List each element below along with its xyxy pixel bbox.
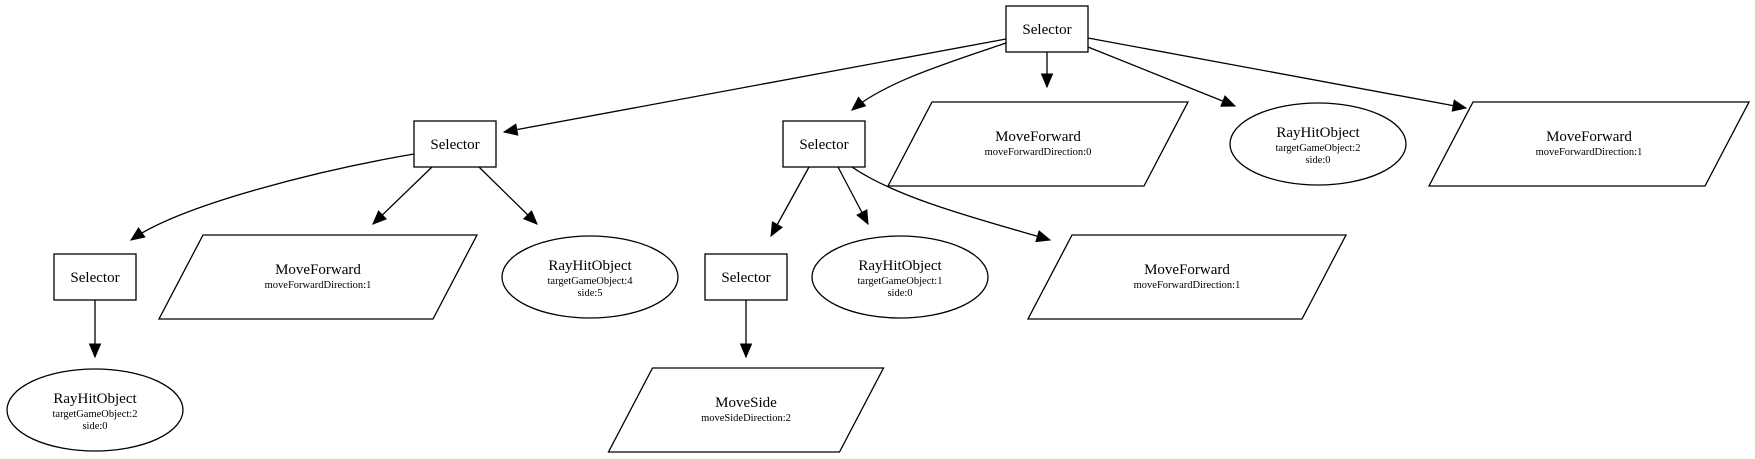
node-label: MoveForward xyxy=(995,129,1081,145)
node-n5-moveforward[interactable]: MoveForward moveForwardDirection:1 xyxy=(1427,101,1751,187)
node-n9-selector[interactable]: Selector xyxy=(704,253,788,301)
action-parallelogram xyxy=(1427,101,1751,187)
arrowhead-n1-to-n6 xyxy=(129,227,146,241)
node-param: moveForwardDirection:1 xyxy=(265,280,372,291)
node-param: moveForwardDirection:0 xyxy=(985,147,1092,158)
node-n2-selector[interactable]: Selector xyxy=(782,120,866,168)
node-param: side:0 xyxy=(887,288,912,299)
node-param: targetGameObject:2 xyxy=(1276,143,1361,154)
node-label: RayHitObject xyxy=(858,258,942,274)
edge-n2-to-n9 xyxy=(770,166,810,238)
action-parallelogram xyxy=(157,234,479,320)
condition-oval xyxy=(6,368,184,452)
action-parallelogram xyxy=(1026,234,1348,320)
selector-box xyxy=(704,253,788,301)
edge-n1-to-n8 xyxy=(478,166,538,225)
node-param: targetGameObject:2 xyxy=(53,409,138,420)
node-param: side:0 xyxy=(1305,155,1330,166)
node-label: RayHitObject xyxy=(548,258,632,274)
edge-n2-to-n10 xyxy=(837,166,869,226)
edge-n1-to-n6 xyxy=(129,153,415,241)
edge-n9-to-n13 xyxy=(739,300,753,359)
node-n11-moveforward[interactable]: MoveForward moveForwardDirection:1 xyxy=(1026,234,1348,320)
node-label: Selector xyxy=(1022,22,1071,38)
selector-box xyxy=(1005,5,1089,53)
arrowhead-n2-to-n10 xyxy=(856,209,869,226)
node-param: moveForwardDirection:1 xyxy=(1536,147,1643,158)
edges-layer xyxy=(88,37,1468,359)
edge-n0-to-n2 xyxy=(851,42,1007,111)
arrowhead-n2-to-n11 xyxy=(1035,230,1052,243)
selector-box xyxy=(53,253,137,301)
node-n7-moveforward[interactable]: MoveForward moveForwardDirection:1 xyxy=(157,234,479,320)
node-label: Selector xyxy=(799,137,848,153)
arrowhead-n0-to-n2 xyxy=(851,96,867,111)
edge-n1-to-n7 xyxy=(372,166,433,225)
arrowhead-n2-to-n9 xyxy=(770,221,783,238)
node-param: targetGameObject:1 xyxy=(858,276,943,287)
edge-n0-to-n5 xyxy=(1087,37,1468,112)
condition-oval xyxy=(1229,102,1407,186)
node-label: Selector xyxy=(70,270,119,286)
edge-n2-to-n11 xyxy=(851,166,1052,243)
node-param: moveSideDirection:2 xyxy=(701,413,791,424)
condition-oval xyxy=(811,235,989,319)
arrowhead-n6-to-n12 xyxy=(88,343,102,359)
arrowhead-n0-to-n4 xyxy=(1220,95,1237,107)
selector-box xyxy=(413,120,497,168)
node-label: MoveForward xyxy=(1144,262,1230,278)
arrowhead-n1-to-n7 xyxy=(372,210,388,225)
arrowhead-n1-to-n8 xyxy=(522,210,538,225)
node-param: moveForwardDirection:1 xyxy=(1134,280,1241,291)
edge-n6-to-n12 xyxy=(88,300,102,359)
node-label: MoveForward xyxy=(1546,129,1632,145)
node-label: Selector xyxy=(430,137,479,153)
node-label: MoveSide xyxy=(715,395,777,411)
node-n6-selector[interactable]: Selector xyxy=(53,253,137,301)
node-label: RayHitObject xyxy=(1276,125,1360,141)
edge-n0-to-n3 xyxy=(1040,52,1054,89)
node-label: MoveForward xyxy=(275,262,361,278)
node-param: side:0 xyxy=(82,421,107,432)
edge-n0-to-n4 xyxy=(1087,46,1237,107)
action-parallelogram xyxy=(886,101,1190,187)
node-param: side:5 xyxy=(577,288,602,299)
node-label: RayHitObject xyxy=(53,391,137,407)
arrowhead-n0-to-n3 xyxy=(1040,73,1054,89)
action-parallelogram xyxy=(607,367,885,453)
selector-box xyxy=(782,120,866,168)
node-n13-moveside[interactable]: MoveSide moveSideDirection:2 xyxy=(607,367,885,453)
node-label: Selector xyxy=(721,270,770,286)
arrowhead-n9-to-n13 xyxy=(739,343,753,359)
node-param: targetGameObject:4 xyxy=(548,276,634,287)
node-n0-selector[interactable]: Selector xyxy=(1005,5,1089,53)
node-n3-moveforward[interactable]: MoveForward moveForwardDirection:0 xyxy=(886,101,1190,187)
condition-oval xyxy=(501,235,679,319)
arrowhead-n0-to-n1 xyxy=(502,123,519,136)
arrowhead-n0-to-n5 xyxy=(1451,99,1468,112)
edge-n0-to-n1 xyxy=(502,38,1007,136)
node-n1-selector[interactable]: Selector xyxy=(413,120,497,168)
